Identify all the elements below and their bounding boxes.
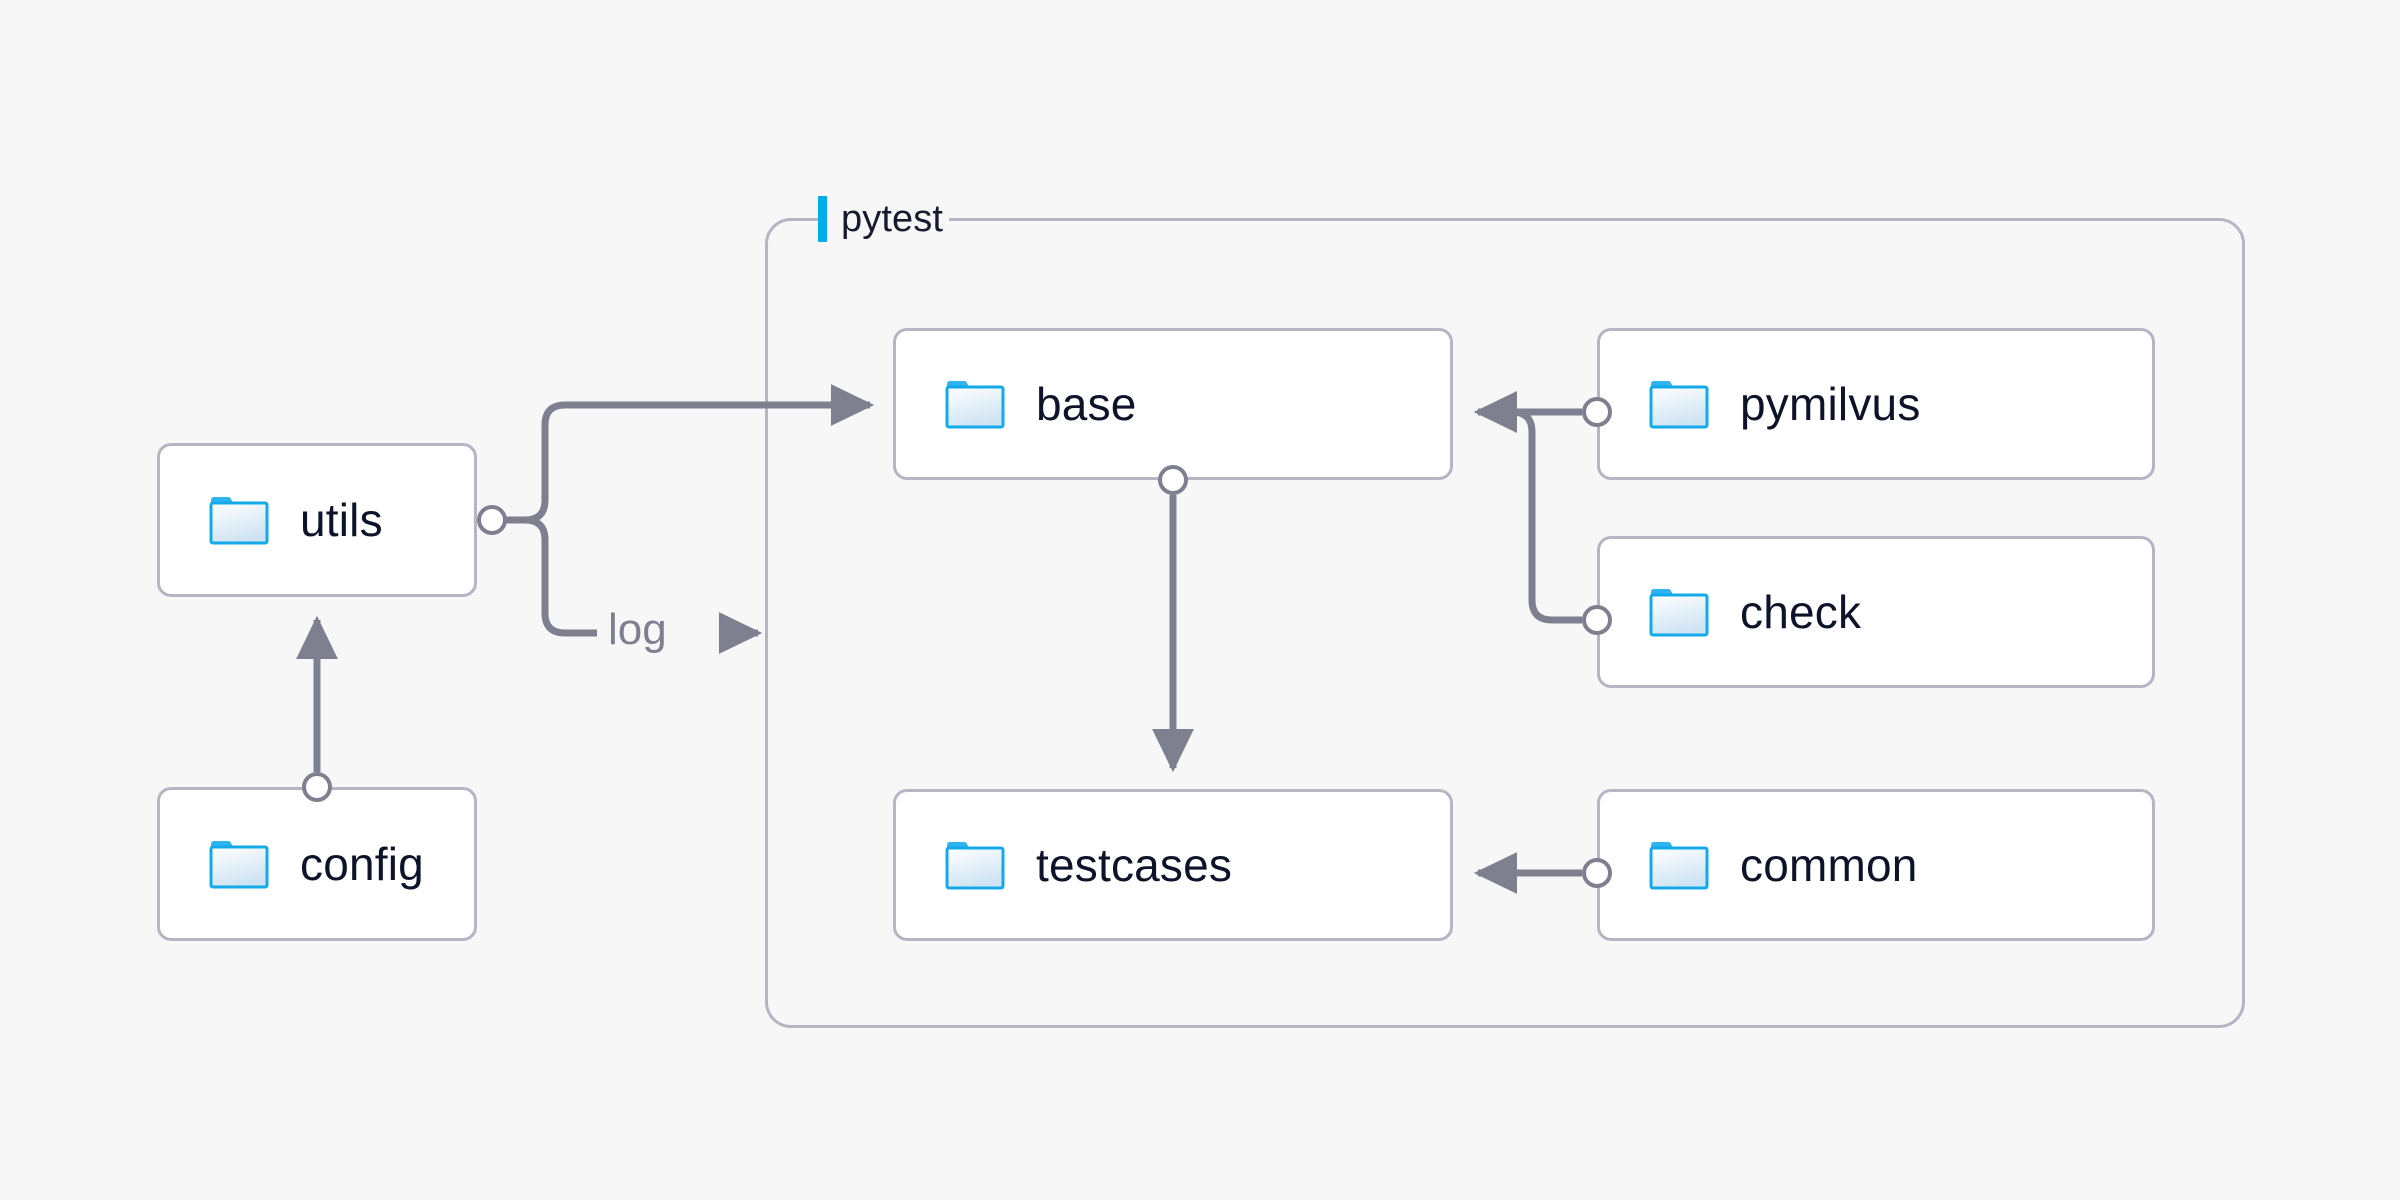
folder-icon — [945, 381, 1005, 429]
node-base[interactable]: base — [893, 328, 1453, 480]
node-label: check — [1740, 586, 1862, 638]
node-label: utils — [300, 494, 383, 546]
edge-label-log: log — [608, 605, 667, 654]
node-pymilvus[interactable]: pymilvus — [1597, 328, 2155, 480]
node-label: common — [1740, 839, 1918, 891]
folder-icon — [1649, 589, 1709, 637]
node-config[interactable]: config — [157, 787, 477, 941]
connector-dot-pymilvus-left[interactable] — [1582, 397, 1612, 427]
node-common[interactable]: common — [1597, 789, 2155, 941]
group-container-pytest — [765, 218, 2245, 1028]
connector-dot-config-top[interactable] — [302, 772, 332, 802]
folder-icon — [209, 841, 269, 889]
edge-utils-log — [524, 516, 597, 637]
folder-icon — [1649, 381, 1709, 429]
connector-dot-utils-right[interactable] — [477, 505, 507, 535]
accent-bar-icon — [818, 196, 827, 242]
folder-icon — [945, 842, 1005, 890]
folder-icon — [1649, 842, 1709, 890]
node-label: base — [1036, 378, 1137, 430]
folder-icon — [209, 497, 269, 545]
connector-dot-base-bottom[interactable] — [1158, 465, 1188, 495]
connector-dot-check-left[interactable] — [1582, 605, 1612, 635]
node-label: pymilvus — [1740, 378, 1921, 430]
node-utils[interactable]: utils — [157, 443, 477, 597]
node-check[interactable]: check — [1597, 536, 2155, 688]
connector-dot-common-left[interactable] — [1582, 858, 1612, 888]
node-testcases[interactable]: testcases — [893, 789, 1453, 941]
group-label-text: pytest — [841, 198, 943, 240]
node-label: config — [300, 838, 424, 890]
group-label-pytest: pytest — [818, 196, 949, 242]
node-label: testcases — [1036, 839, 1233, 891]
